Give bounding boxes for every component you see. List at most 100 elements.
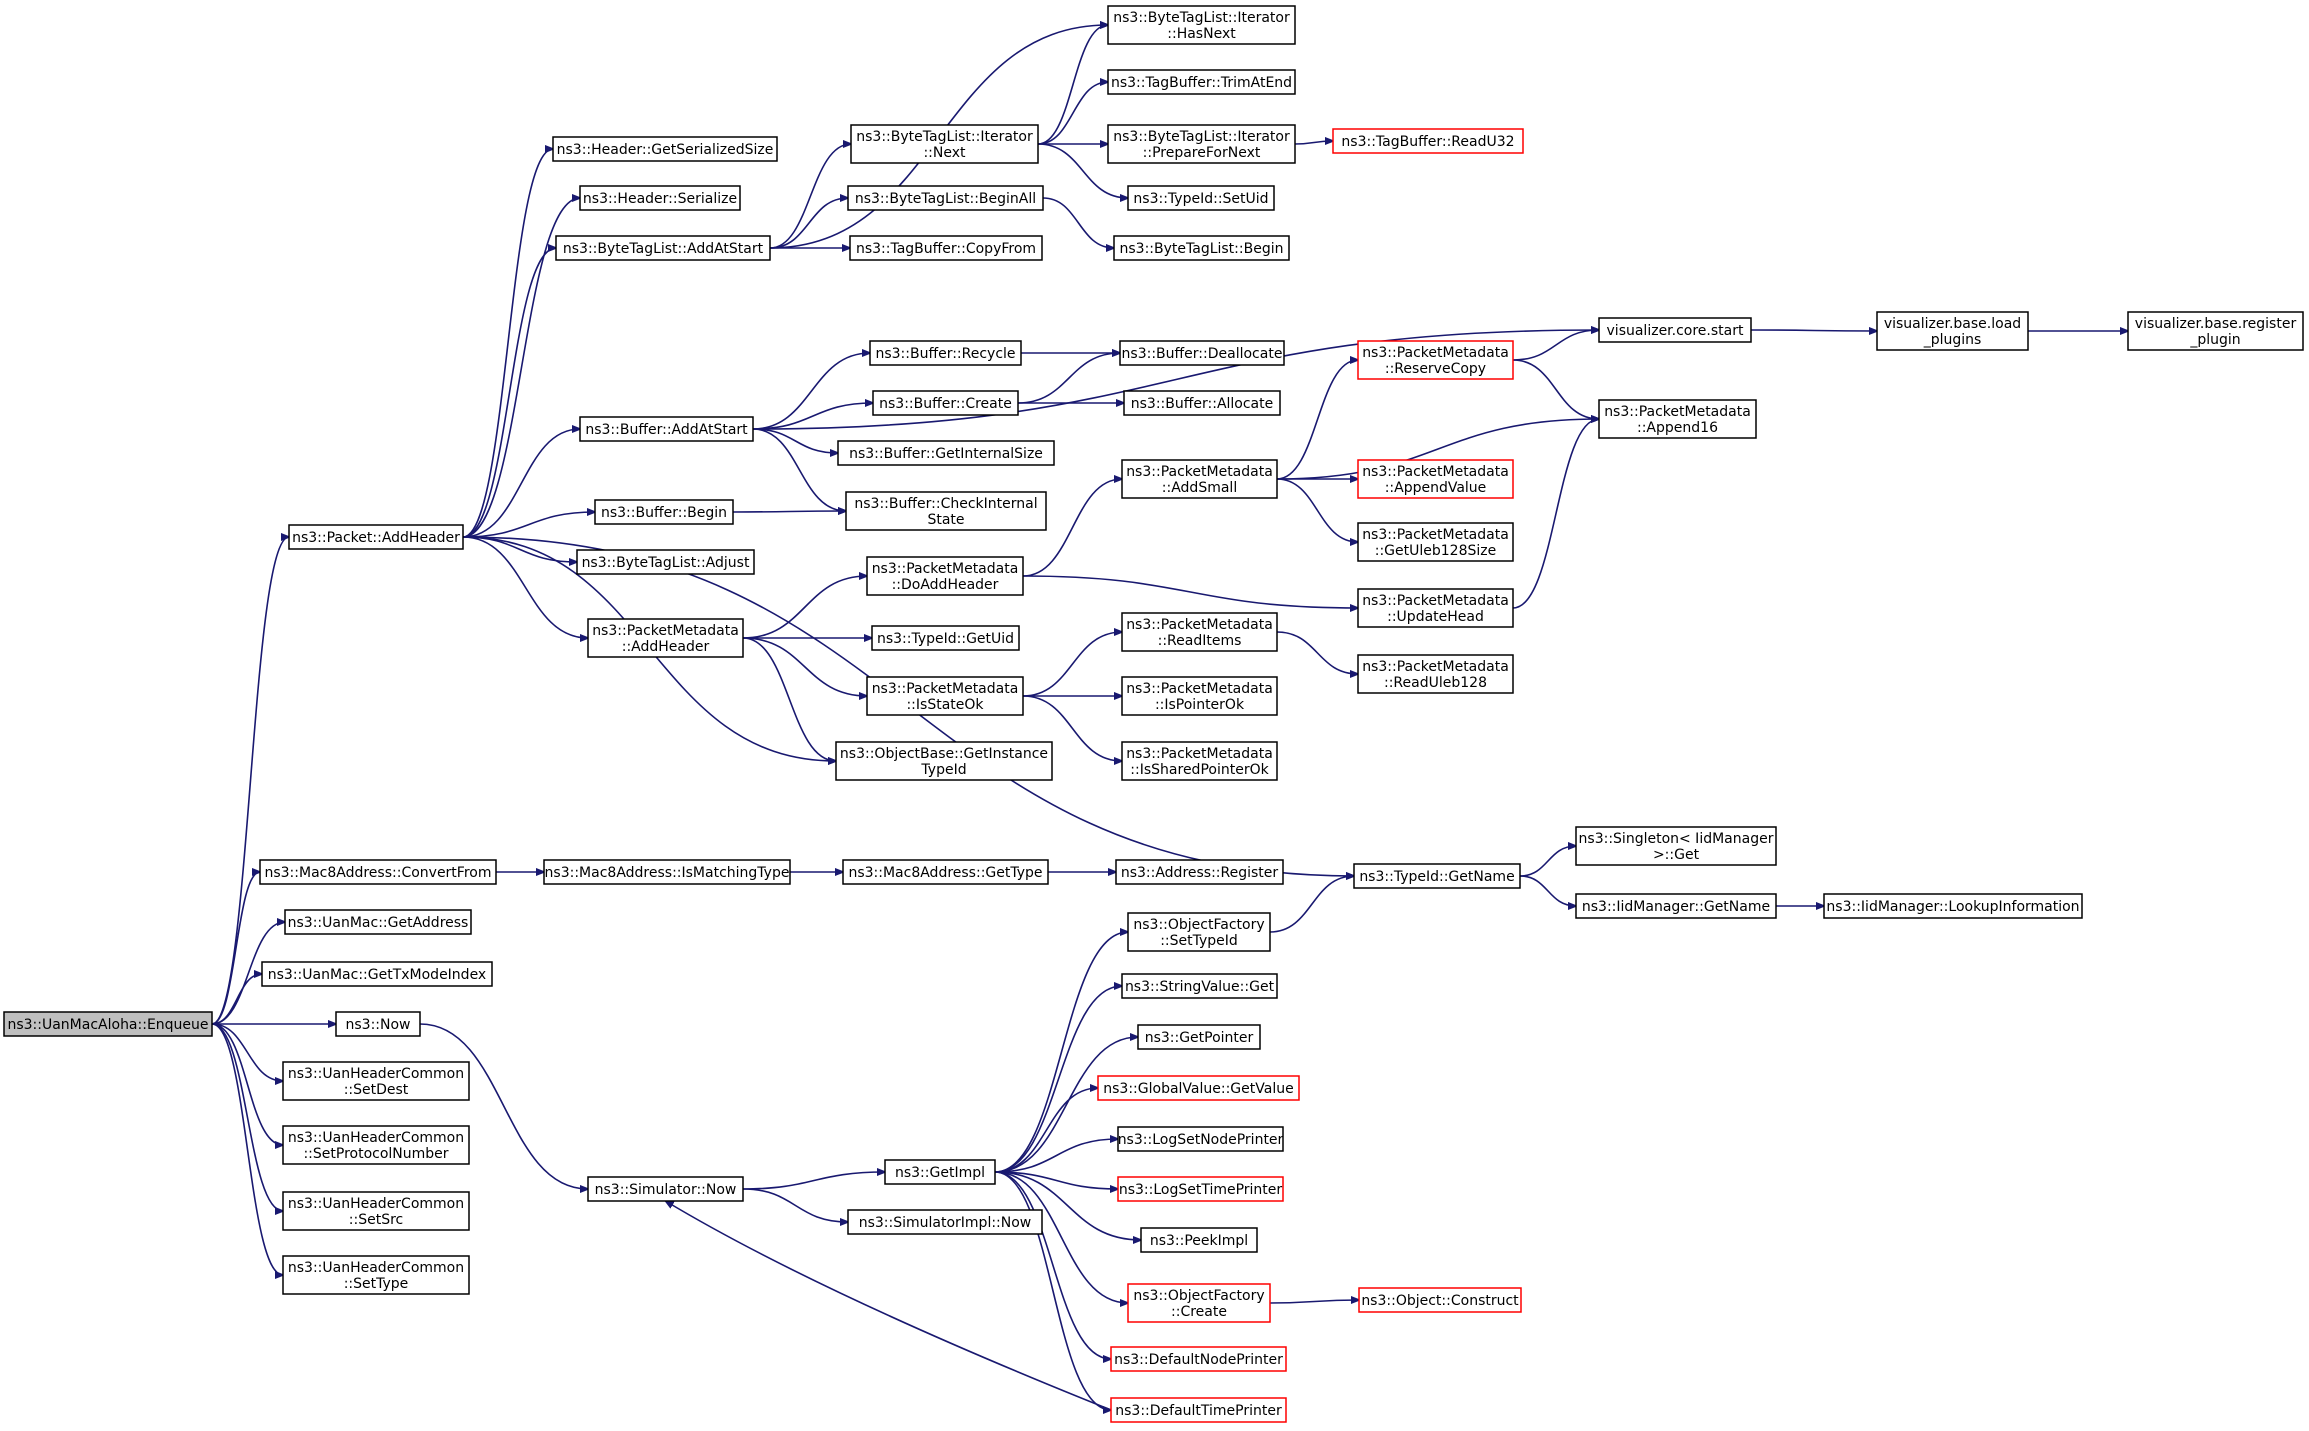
- node-object-construct[interactable]: ns3::Object::Construct: [1358, 1287, 1522, 1313]
- edge-viz-core-start-to-viz-base-load: [1750, 330, 1877, 331]
- node-setdest[interactable]: ns3::UanHeaderCommon::SetDest: [282, 1061, 470, 1101]
- edge-pm-addsmall-to-pm-append16: [1276, 419, 1599, 480]
- node-viz-base-register[interactable]: visualizer.base.register_plugin: [2127, 311, 2304, 351]
- node-address-register[interactable]: ns3::Address::Register: [1115, 859, 1284, 885]
- node-simimpl-now[interactable]: ns3::SimulatorImpl::Now: [847, 1209, 1043, 1235]
- node-buf-recycle[interactable]: ns3::Buffer::Recycle: [869, 340, 1022, 366]
- node-singleton-get[interactable]: ns3::Singleton< IidManager >::Get: [1575, 826, 1777, 866]
- node-hdr-serialize[interactable]: ns3::Header::Serialize: [579, 185, 741, 211]
- node-label: ns3::TagBuffer::ReadU32: [1341, 134, 1514, 150]
- node-mac8-gettype[interactable]: ns3::Mac8Address::GetType: [842, 859, 1049, 885]
- node-pm-addsmall[interactable]: ns3::PacketMetadata::AddSmall: [1121, 459, 1278, 499]
- node-typeid-setuid[interactable]: ns3::TypeId::SetUid: [1127, 185, 1275, 211]
- node-now[interactable]: ns3::Now: [335, 1011, 421, 1037]
- node-of-settypeid[interactable]: ns3::ObjectFactory::SetTypeId: [1127, 912, 1271, 952]
- node-stringvalue-get[interactable]: ns3::StringValue::Get: [1121, 973, 1278, 999]
- edge-enqueue-to-addheader: [211, 537, 289, 1025]
- node-pm-getuleb128size[interactable]: ns3::PacketMetadata::GetUleb128Size: [1357, 522, 1514, 562]
- node-enqueue[interactable]: ns3::UanMacAloha::Enqueue: [3, 1011, 213, 1037]
- node-box: [1332, 128, 1524, 154]
- node-pm-reservecopy[interactable]: ns3::PacketMetadata::ReserveCopy: [1357, 340, 1514, 380]
- node-btl-adjust[interactable]: ns3::ByteTagList::Adjust: [576, 549, 755, 575]
- node-viz-base-load[interactable]: visualizer.base.load_plugins: [1876, 311, 2029, 351]
- node-viz-core-start[interactable]: visualizer.core.start: [1598, 317, 1752, 343]
- node-tb-copyfrom[interactable]: ns3::TagBuffer::CopyFrom: [849, 235, 1043, 261]
- node-pm-updatehead[interactable]: ns3::PacketMetadata::UpdateHead: [1357, 588, 1514, 628]
- node-settype[interactable]: ns3::UanHeaderCommon::SetType: [282, 1255, 470, 1295]
- node-label: ns3::ByteTagList::Begin: [1120, 241, 1284, 257]
- node-pm-append16[interactable]: ns3::PacketMetadata::Append16: [1598, 399, 1757, 439]
- node-of-create[interactable]: ns3::ObjectFactory::Create: [1127, 1283, 1271, 1323]
- node-defaulttimeprinter[interactable]: ns3::DefaultTimePrinter: [1110, 1397, 1287, 1423]
- node-box: [1117, 1126, 1284, 1152]
- edge-pm-addheader-to-ob-getinstancetypeid: [742, 637, 836, 761]
- node-box: [1119, 340, 1285, 366]
- node-convertfrom[interactable]: ns3::Mac8Address::ConvertFrom: [259, 859, 497, 885]
- node-label: ns3::UanHeaderCommon: [288, 1260, 464, 1276]
- node-logsetnodeprinter[interactable]: ns3::LogSetNodePrinter: [1117, 1126, 1284, 1152]
- node-logsettimeprinter[interactable]: ns3::LogSetTimePrinter: [1117, 1176, 1284, 1202]
- node-defaultnodeprinter[interactable]: ns3::DefaultNodePrinter: [1110, 1346, 1287, 1372]
- node-label: ::AddSmall: [1162, 480, 1237, 496]
- node-pm-appendvalue[interactable]: ns3::PacketMetadata::AppendValue: [1357, 459, 1514, 499]
- node-box: [1823, 893, 2083, 919]
- node-buf-begin[interactable]: ns3::Buffer::Begin: [594, 499, 734, 525]
- node-pm-doaddheader[interactable]: ns3::PacketMetadata::DoAddHeader: [866, 556, 1024, 596]
- node-buf-addatstart[interactable]: ns3::Buffer::AddAtStart: [579, 416, 754, 442]
- node-btl-addatstart[interactable]: ns3::ByteTagList::AddAtStart: [555, 235, 771, 261]
- node-buf-create[interactable]: ns3::Buffer::Create: [872, 390, 1019, 416]
- node-peekimpl[interactable]: ns3::PeekImpl: [1140, 1227, 1258, 1253]
- node-tb-trimatend[interactable]: ns3::TagBuffer::TrimAtEnd: [1107, 69, 1296, 95]
- node-getpointer[interactable]: ns3::GetPointer: [1137, 1024, 1261, 1050]
- node-addheader[interactable]: ns3::Packet::AddHeader: [288, 524, 464, 550]
- node-pm-issharedpointerok[interactable]: ns3::PacketMetadata::IsSharedPointerOk: [1121, 741, 1278, 781]
- edge-buf-addatstart-to-viz-core-start: [752, 330, 1599, 430]
- node-btli-hasnext[interactable]: ns3::ByteTagList::Iterator::HasNext: [1107, 5, 1296, 45]
- node-label: ns3::Mac8Address::IsMatchingType: [545, 865, 790, 881]
- node-label: ::SetDest: [344, 1082, 409, 1098]
- edge-buf-addatstart-to-buf-getinternalsize: [752, 428, 838, 453]
- node-sim-now[interactable]: ns3::Simulator::Now: [587, 1176, 744, 1202]
- node-tb-readu32[interactable]: ns3::TagBuffer::ReadU32: [1332, 128, 1524, 154]
- node-pm-addheader[interactable]: ns3::PacketMetadata::AddHeader: [587, 618, 744, 658]
- edge-defaulttimeprinter-to-sim-now: [666, 1201, 1112, 1411]
- edge-btli-next-to-typeid-setuid: [1037, 143, 1128, 198]
- edge-btl-addatstart-to-btli-next: [769, 144, 851, 249]
- node-typeid-getname[interactable]: ns3::TypeId::GetName: [1353, 863, 1521, 889]
- node-gettxmodeindex[interactable]: ns3::UanMac::GetTxModeIndex: [261, 961, 493, 987]
- node-iidmanager-lookup[interactable]: ns3::IidManager::LookupInformation: [1823, 893, 2083, 919]
- node-label: ns3::UanMac::GetAddress: [288, 915, 469, 931]
- node-setsrc[interactable]: ns3::UanHeaderCommon::SetSrc: [282, 1191, 470, 1231]
- node-box: [1107, 69, 1296, 95]
- node-btli-prepare[interactable]: ns3::ByteTagList::Iterator::PrepareForNe…: [1107, 124, 1296, 164]
- node-buf-allocate[interactable]: ns3::Buffer::Allocate: [1123, 390, 1281, 416]
- node-btl-beginall[interactable]: ns3::ByteTagList::BeginAll: [847, 185, 1044, 211]
- node-buf-deallocate[interactable]: ns3::Buffer::Deallocate: [1119, 340, 1285, 366]
- node-btli-next[interactable]: ns3::ByteTagList::Iterator::Next: [850, 124, 1039, 164]
- edge-buf-create-to-buf-deallocate: [1017, 353, 1120, 404]
- node-pm-isstateok[interactable]: ns3::PacketMetadata::IsStateOk: [866, 676, 1024, 716]
- node-typeid-getuid[interactable]: ns3::TypeId::GetUid: [871, 625, 1020, 651]
- node-pm-readitems[interactable]: ns3::PacketMetadata::ReadItems: [1121, 612, 1278, 652]
- node-pm-readuleb128[interactable]: ns3::PacketMetadata::ReadUleb128: [1357, 654, 1514, 694]
- node-box: [1575, 893, 1777, 919]
- node-label: ns3::PacketMetadata: [1362, 659, 1509, 675]
- node-label: ::SetType: [344, 1276, 409, 1292]
- node-label: ns3::Buffer::Recycle: [875, 346, 1015, 362]
- edge-addheader-to-btl-addatstart: [462, 248, 556, 538]
- node-globalvalue-getvalue[interactable]: ns3::GlobalValue::GetValue: [1097, 1075, 1300, 1101]
- node-ismatchingtype[interactable]: ns3::Mac8Address::IsMatchingType: [543, 859, 791, 885]
- node-label: ::AddHeader: [622, 639, 710, 655]
- node-label: ns3::PacketMetadata: [1362, 464, 1509, 480]
- node-hdr-getserializedsize[interactable]: ns3::Header::GetSerializedSize: [552, 136, 778, 162]
- node-label: ns3::PacketMetadata: [1126, 746, 1273, 762]
- node-setprotocolnumber[interactable]: ns3::UanHeaderCommon::SetProtocolNumber: [282, 1125, 470, 1165]
- node-getaddress[interactable]: ns3::UanMac::GetAddress: [284, 909, 472, 935]
- node-pm-ispointerok[interactable]: ns3::PacketMetadata::IsPointerOk: [1121, 676, 1278, 716]
- node-iidmanager-getname[interactable]: ns3::IidManager::GetName: [1575, 893, 1777, 919]
- node-btl-begin[interactable]: ns3::ByteTagList::Begin: [1113, 235, 1290, 261]
- node-getimpl[interactable]: ns3::GetImpl: [884, 1159, 996, 1185]
- node-buf-getinternalsize[interactable]: ns3::Buffer::GetInternalSize: [837, 440, 1055, 466]
